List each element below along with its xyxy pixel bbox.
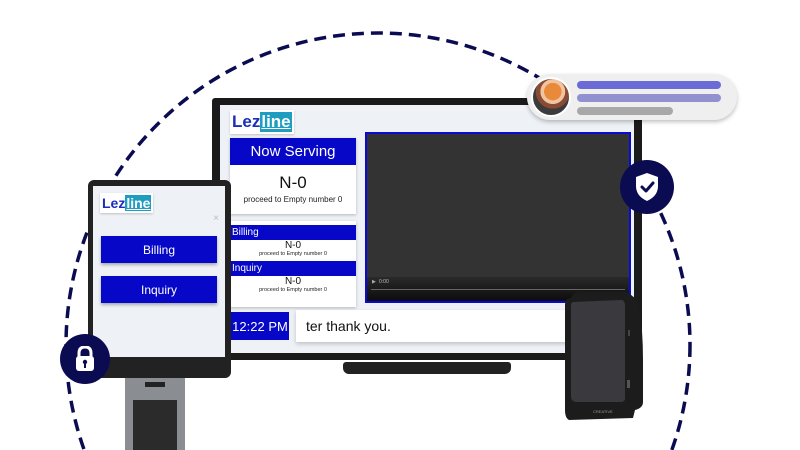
card-line-2 [577, 94, 721, 102]
close-icon[interactable]: × [213, 213, 219, 224]
inquiry-button[interactable]: Inquiry [101, 276, 217, 303]
avatar [531, 77, 571, 117]
speaker-brand: CREATIVE [593, 409, 613, 414]
speaker: CREATIVE [565, 292, 643, 420]
card-line-3 [577, 107, 673, 115]
clock: 12:22 PM [231, 312, 289, 340]
now-serving-number: N-0 [279, 173, 307, 192]
card-line-1 [577, 81, 721, 89]
printer-body [133, 400, 177, 450]
tv-stand [343, 362, 511, 374]
lock-icon [60, 334, 110, 384]
play-icon[interactable]: ▶ [372, 279, 376, 285]
queue-list-panel: Billing N-0 proceed to Empty number 0 In… [230, 221, 356, 307]
queue-item-inquiry: Inquiry N-0 proceed to Empty number 0 [230, 261, 356, 293]
video-player[interactable]: ▶ 0:00 [365, 132, 631, 303]
queue-item-billing: Billing N-0 proceed to Empty number 0 [230, 225, 356, 257]
video-progress-bar[interactable] [371, 289, 625, 290]
now-serving-panel: Now Serving N-0 proceed to Empty number … [230, 138, 356, 214]
kiosk-printer [125, 378, 185, 450]
customer-notification-card [527, 74, 737, 120]
shield-check-icon [620, 160, 674, 214]
billing-button[interactable]: Billing [101, 236, 217, 263]
video-time: 0:00 [379, 279, 389, 285]
ticket-slot [145, 382, 165, 387]
now-serving-header: Now Serving [230, 138, 356, 165]
now-serving-message: proceed to Empty number 0 [243, 195, 343, 204]
